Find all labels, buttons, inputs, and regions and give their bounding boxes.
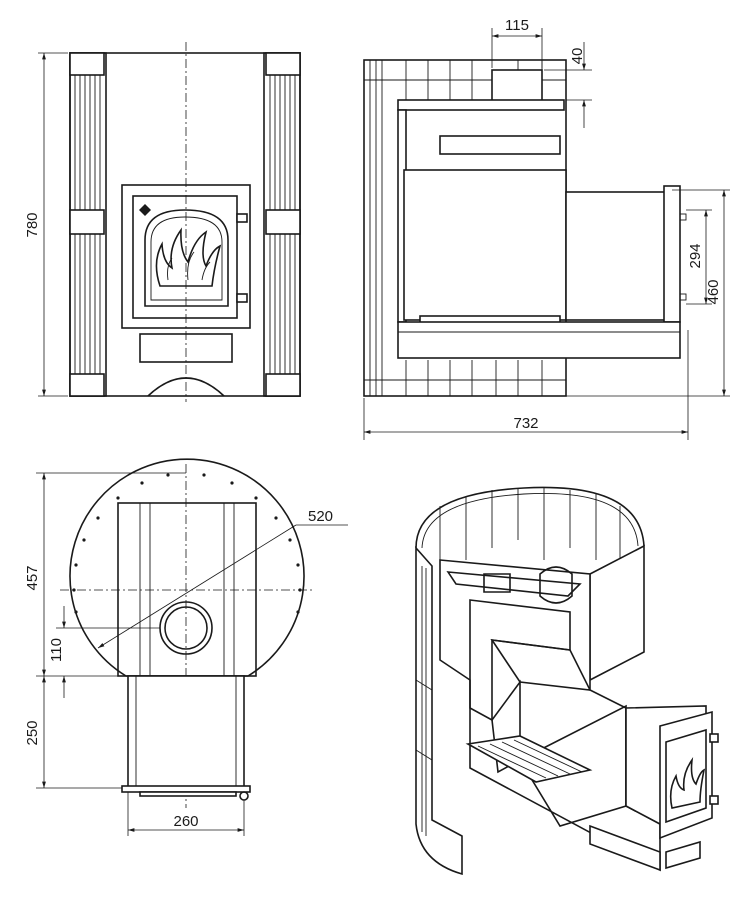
dim-flue-110: 110 (48, 606, 160, 698)
dim-label-250: 250 (24, 720, 41, 745)
dim-label-260: 260 (173, 813, 198, 830)
ash-pan (397, 321, 681, 359)
dim-label-780: 780 (24, 212, 41, 237)
dim-label-460: 460 (705, 279, 722, 304)
dim-depth-732: 732 (363, 330, 689, 440)
dim-body-457: 457 (24, 472, 186, 677)
dim-height-780: 780 (24, 52, 68, 397)
front-right-ribs (263, 52, 301, 397)
front-view: 780 (24, 42, 301, 402)
side-grill (364, 60, 566, 396)
dim-tunnel-460: 460 (566, 189, 730, 397)
iso-grate (465, 735, 593, 783)
iso-rear-grill (439, 488, 621, 568)
dim-width-260: 260 (127, 792, 245, 836)
top-rim-bolts (72, 473, 302, 614)
top-tunnel (127, 675, 245, 789)
dim-label-40: 40 (569, 48, 586, 65)
front-left-ribs (69, 52, 107, 397)
dim-label-732: 732 (513, 415, 538, 432)
dim-door-294: 294 (686, 209, 712, 305)
chimney-outlet (491, 69, 543, 103)
dim-label-294: 294 (687, 243, 704, 268)
heat-shield (439, 135, 561, 155)
iso-flame-icon (669, 757, 706, 809)
dim-top-40: 40 (544, 42, 592, 128)
dim-label-457: 457 (24, 565, 41, 590)
dim-tunnel-250: 250 (24, 676, 122, 789)
dim-label-110: 110 (48, 638, 65, 662)
fuel-tunnel (565, 191, 671, 321)
dim-label-115: 115 (505, 17, 529, 34)
side-view: 115 40 294 460 732 (363, 17, 730, 440)
dim-label-520: 520 (308, 508, 333, 525)
isometric-view (415, 486, 719, 876)
iso-chimney-collar (539, 566, 573, 604)
top-view: 520 457 110 250 260 (24, 458, 348, 836)
dim-diameter-520: 520 (97, 508, 348, 649)
dim-chimney-115: 115 (491, 17, 543, 68)
iso-door (659, 710, 713, 840)
front-door (121, 184, 251, 329)
flame-icon (155, 227, 222, 287)
